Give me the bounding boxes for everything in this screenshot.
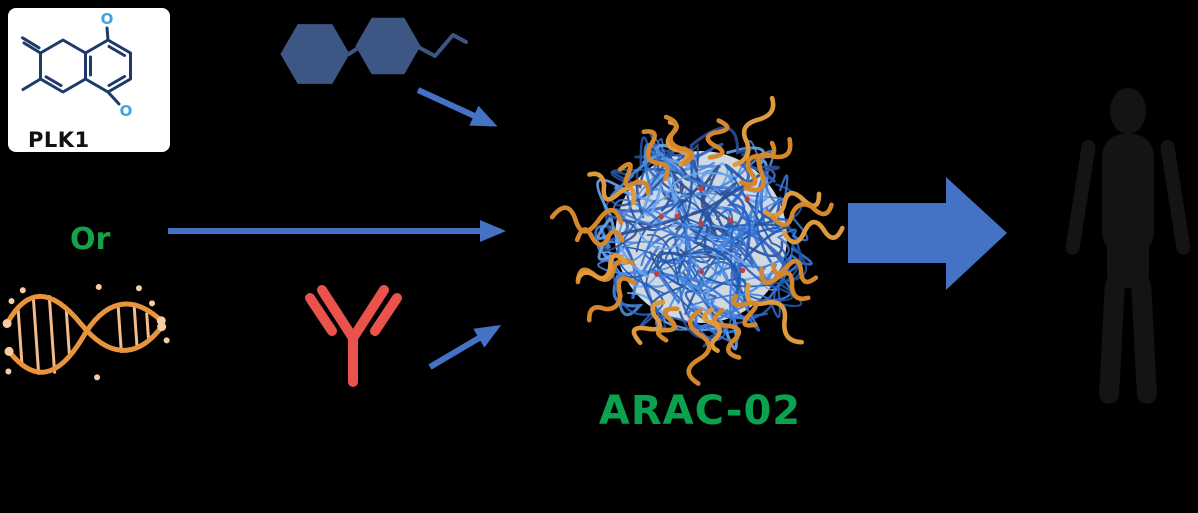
or-label: Or: [70, 222, 111, 257]
arrow-polymer-to-nanoparticle: [416, 87, 498, 127]
helix-strands: [4, 294, 165, 375]
plk1-inhibitor-structure-icon: O O: [21, 10, 133, 120]
molecule-bonds: [21, 26, 132, 106]
oxygen-atom-label: O: [120, 102, 133, 120]
right-block-arrow: [848, 177, 1007, 290]
antibody-icon: [305, 285, 402, 387]
plk1-label: PLK1: [28, 128, 90, 152]
human-silhouette-icon: [1065, 88, 1191, 404]
arrow-antibody-to-nanoparticle: [428, 324, 502, 370]
plk1-molecule-card: O O PLK1: [8, 8, 170, 152]
polymer-hexagons: [280, 17, 421, 84]
human-body-shapes: [1065, 88, 1191, 404]
sirna-helix-icon: [2, 283, 170, 381]
nanoparticle-icon: [549, 95, 845, 386]
helix-end-dots: [2, 283, 170, 381]
polymer-unit-icon: [280, 17, 468, 84]
polymer-tail: [347, 33, 468, 58]
helix-rungs: [16, 294, 150, 375]
oxygen-atom-label: O: [101, 10, 114, 28]
nanoparticle-label: ARAC-02: [598, 388, 802, 434]
antibody-chains: [305, 285, 402, 387]
